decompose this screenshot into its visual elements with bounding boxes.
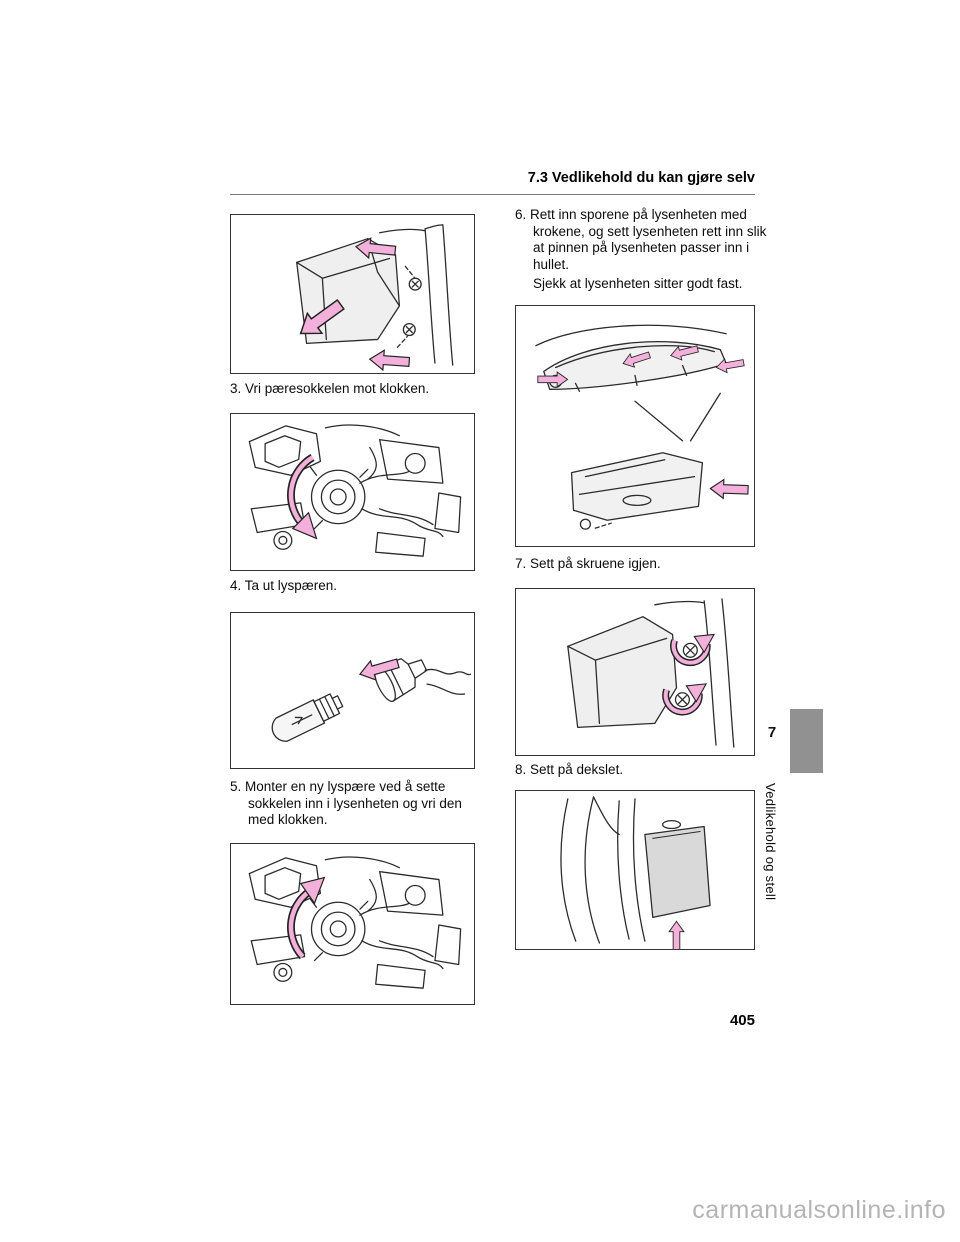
cover-install-drawing <box>560 796 711 949</box>
removal-direction-arrows <box>299 237 411 372</box>
step-6-note: Sjekk at lysenheten sitter godt fast. <box>533 276 743 291</box>
screw-rotation-arrow-bottom <box>662 683 708 716</box>
figure-socket-cw <box>230 843 475 1005</box>
alignment-arrows <box>537 345 749 500</box>
figure-cover-install <box>515 790 755 950</box>
chapter-number: 7 <box>767 724 777 741</box>
step-7-text: 7. Sett på skruene igjen. <box>515 556 661 571</box>
figure-cover-removal <box>230 214 475 374</box>
figure-socket-ccw <box>230 413 475 571</box>
rotate-clockwise-arrow <box>287 876 326 960</box>
push-up-arrow <box>668 920 685 949</box>
watermark: carmanualsonline.info <box>692 1196 946 1224</box>
step-5-text: 5. Monter en ny lyspære ved å sette sokk… <box>230 779 462 827</box>
cover-removal-drawing <box>296 224 454 372</box>
page-number: 405 <box>729 1012 755 1029</box>
figure-bulb-removal <box>230 612 475 769</box>
chapter-side-label: Vedlikehold og stell <box>763 783 778 901</box>
step-8-text: 8. Sett på dekslet. <box>515 762 624 777</box>
header-divider <box>230 194 755 195</box>
rotate-counterclockwise-arrow <box>287 454 318 540</box>
align-insert-drawing <box>535 324 749 530</box>
socket-cw-drawing <box>248 856 462 989</box>
screw-rotation-arrow-top <box>670 633 716 667</box>
figure-align-insert <box>515 305 755 547</box>
section-header: 7.3 Vedlikehold du kan gjøre selv <box>527 170 755 186</box>
pull-out-arrow <box>358 658 400 681</box>
step-6-text: 6. Rett inn sporene på lysenheten med kr… <box>515 207 767 272</box>
figure-screws <box>515 588 755 756</box>
socket-ccw-drawing <box>248 424 462 557</box>
step-4-text: 4. Ta ut lyspæren. <box>230 578 338 593</box>
step-3-text: 3. Vri pæresokkelen mot klokken. <box>230 381 430 396</box>
chapter-tab <box>790 709 823 773</box>
screws-drawing <box>567 598 735 748</box>
bulb-removal-drawing <box>271 658 472 742</box>
